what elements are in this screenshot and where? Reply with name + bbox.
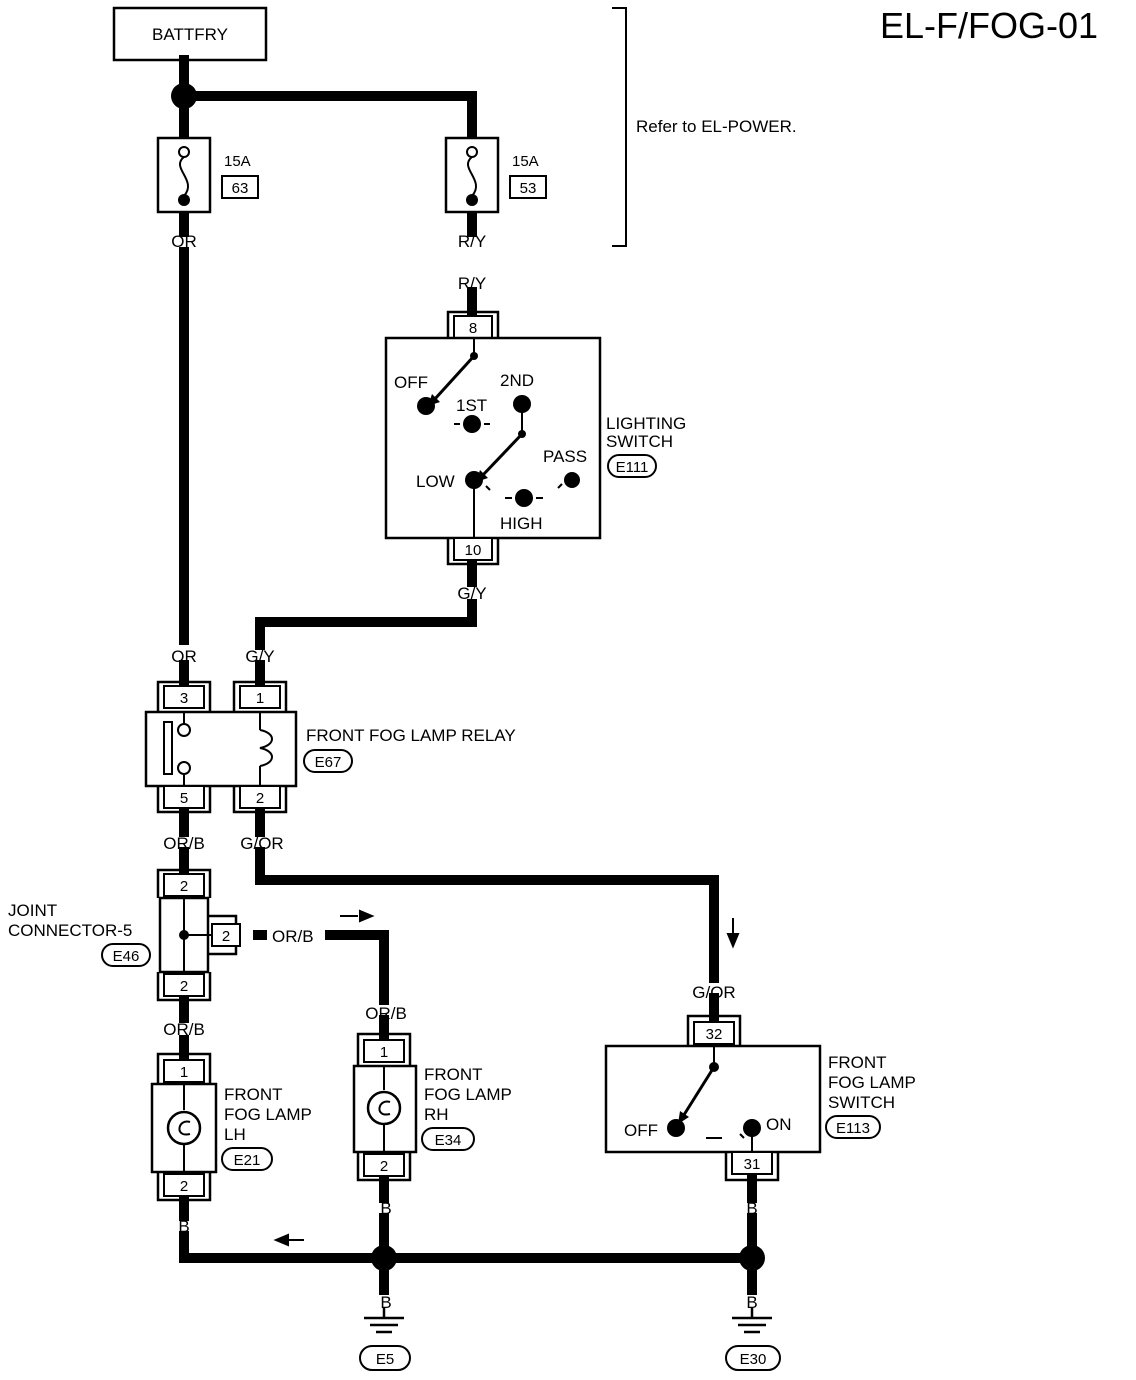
fuse-63-amp: 15A xyxy=(224,153,251,170)
wire-label-gor-2: G/OR xyxy=(692,983,735,1002)
relay-connector: E67 xyxy=(315,754,342,771)
lamp-lh-name-1: FRONT xyxy=(224,1085,283,1104)
joint-pin-top: 2 xyxy=(180,878,188,895)
lamp-lh-name-3: LH xyxy=(224,1125,246,1144)
wire-label-or-2: OR xyxy=(171,647,197,666)
ground-e5-symbol xyxy=(364,1308,404,1334)
joint-pin-bottom: 2 xyxy=(180,978,188,995)
relay-name: FRONT FOG LAMP RELAY xyxy=(306,726,516,745)
joint-connector-badge xyxy=(101,943,151,967)
relay-pin-3: 3 xyxy=(180,690,188,707)
fuse-53-amp: 15A xyxy=(512,153,539,170)
lamp-rh-connector-badge xyxy=(421,1127,475,1151)
lamp-rh-name-1: FRONT xyxy=(424,1065,483,1084)
lamp-lh-name-2: FOG LAMP xyxy=(224,1105,312,1124)
diagram-title: EL-F/FOG-01 xyxy=(880,5,1098,46)
fog-lamp-rh xyxy=(352,1032,418,1182)
position-2nd: 2ND xyxy=(500,371,534,390)
power-bracket xyxy=(612,7,627,247)
lamp-rh-pin-1: 1 xyxy=(380,1044,388,1061)
fuse-63 xyxy=(156,136,212,214)
fog-switch-off: OFF xyxy=(624,1121,658,1140)
fog-switch-name-1: FRONT xyxy=(828,1053,887,1072)
ground-e30-symbol xyxy=(732,1308,772,1334)
wire-label-ry-2: R/Y xyxy=(458,274,486,293)
ground-e5: E5 xyxy=(376,1351,394,1368)
lamp-lh-connector: E21 xyxy=(234,1152,261,1169)
relay-pin-1: 1 xyxy=(256,690,264,707)
ground-e5-badge xyxy=(359,1345,411,1371)
wire-label-b-3: B xyxy=(746,1199,757,1218)
fog-switch-connector: E113 xyxy=(836,1120,870,1137)
splice-points xyxy=(171,83,765,1271)
joint-pin-side: 2 xyxy=(222,928,230,945)
position-off: OFF xyxy=(394,373,428,392)
wire-label-gor-1: G/OR xyxy=(240,834,283,853)
lighting-switch-pin-top: 8 xyxy=(469,320,477,337)
fuse-63-number: 63 xyxy=(232,180,249,197)
wire-label-gy-1: G/Y xyxy=(457,584,486,603)
fuse-53 xyxy=(444,136,500,214)
lamp-lh-connector-badge xyxy=(221,1147,273,1171)
fog-lamp-switch xyxy=(604,1014,822,1182)
fog-switch-pin-top: 32 xyxy=(706,1026,723,1043)
fog-lamp-lh xyxy=(150,1052,218,1202)
joint-connector-name-1: JOINT xyxy=(8,901,57,920)
battery-label: BATTFRY xyxy=(152,25,228,44)
wire-label-b-5: B xyxy=(746,1293,757,1312)
wire-label-b-4: B xyxy=(380,1293,391,1312)
relay-pin-5: 5 xyxy=(180,790,188,807)
fuse-53-number: 53 xyxy=(520,180,537,197)
lamp-lh-pin-2: 2 xyxy=(180,1178,188,1195)
fog-lamp-relay xyxy=(144,680,298,814)
fog-switch-name-2: FOG LAMP xyxy=(828,1073,916,1092)
relay-pin-2: 2 xyxy=(256,790,264,807)
joint-connector-code: E46 xyxy=(113,948,140,965)
lighting-switch-name-1: LIGHTING xyxy=(606,414,686,433)
position-low: LOW xyxy=(416,472,455,491)
ground-e30-badge xyxy=(725,1345,781,1371)
wire-label-b-2: B xyxy=(380,1199,391,1218)
fog-switch-name-3: SWITCH xyxy=(828,1093,895,1112)
flow-arrows xyxy=(273,909,740,1247)
refer-note: Refer to EL-POWER. xyxy=(636,117,797,136)
lighting-switch-name-2: SWITCH xyxy=(606,432,673,451)
lighting-switch-connector-badge xyxy=(607,454,657,478)
wire-label-or-1: OR xyxy=(171,232,197,251)
lamp-lh-pin-1: 1 xyxy=(180,1064,188,1081)
fog-switch-connector-badge xyxy=(825,1115,881,1139)
joint-connector-name-2: CONNECTOR-5 xyxy=(8,921,132,940)
wire-label-gy-2: G/Y xyxy=(245,647,274,666)
position-high: HIGH xyxy=(500,514,543,533)
position-1st: 1ST xyxy=(456,396,487,415)
lighting-switch-connector: E111 xyxy=(616,459,649,476)
ground-e30: E30 xyxy=(740,1351,767,1368)
fog-switch-on: ON xyxy=(766,1115,792,1134)
lamp-rh-name-3: RH xyxy=(424,1105,449,1124)
fog-switch-pin-bottom: 31 xyxy=(744,1156,761,1173)
wire-label-orb-1: OR/B xyxy=(163,834,205,853)
lighting-switch-pin-bottom: 10 xyxy=(465,542,482,559)
lighting-switch xyxy=(384,310,602,566)
lamp-rh-name-2: FOG LAMP xyxy=(424,1085,512,1104)
wire-label-b-1: B xyxy=(178,1217,189,1236)
position-pass: PASS xyxy=(543,447,587,466)
lamp-rh-pin-2: 2 xyxy=(380,1158,388,1175)
wire-label-orb-4: OR/B xyxy=(365,1004,407,1023)
joint-connector xyxy=(156,868,241,1002)
lamp-rh-connector: E34 xyxy=(435,1132,462,1149)
battery: BATTFRY xyxy=(112,6,268,62)
wire-label-ry-1: R/Y xyxy=(458,232,486,251)
wire-label-orb-2: OR/B xyxy=(272,927,314,946)
relay-connector-badge xyxy=(303,749,353,773)
wire-label-orb-3: OR/B xyxy=(163,1020,205,1039)
